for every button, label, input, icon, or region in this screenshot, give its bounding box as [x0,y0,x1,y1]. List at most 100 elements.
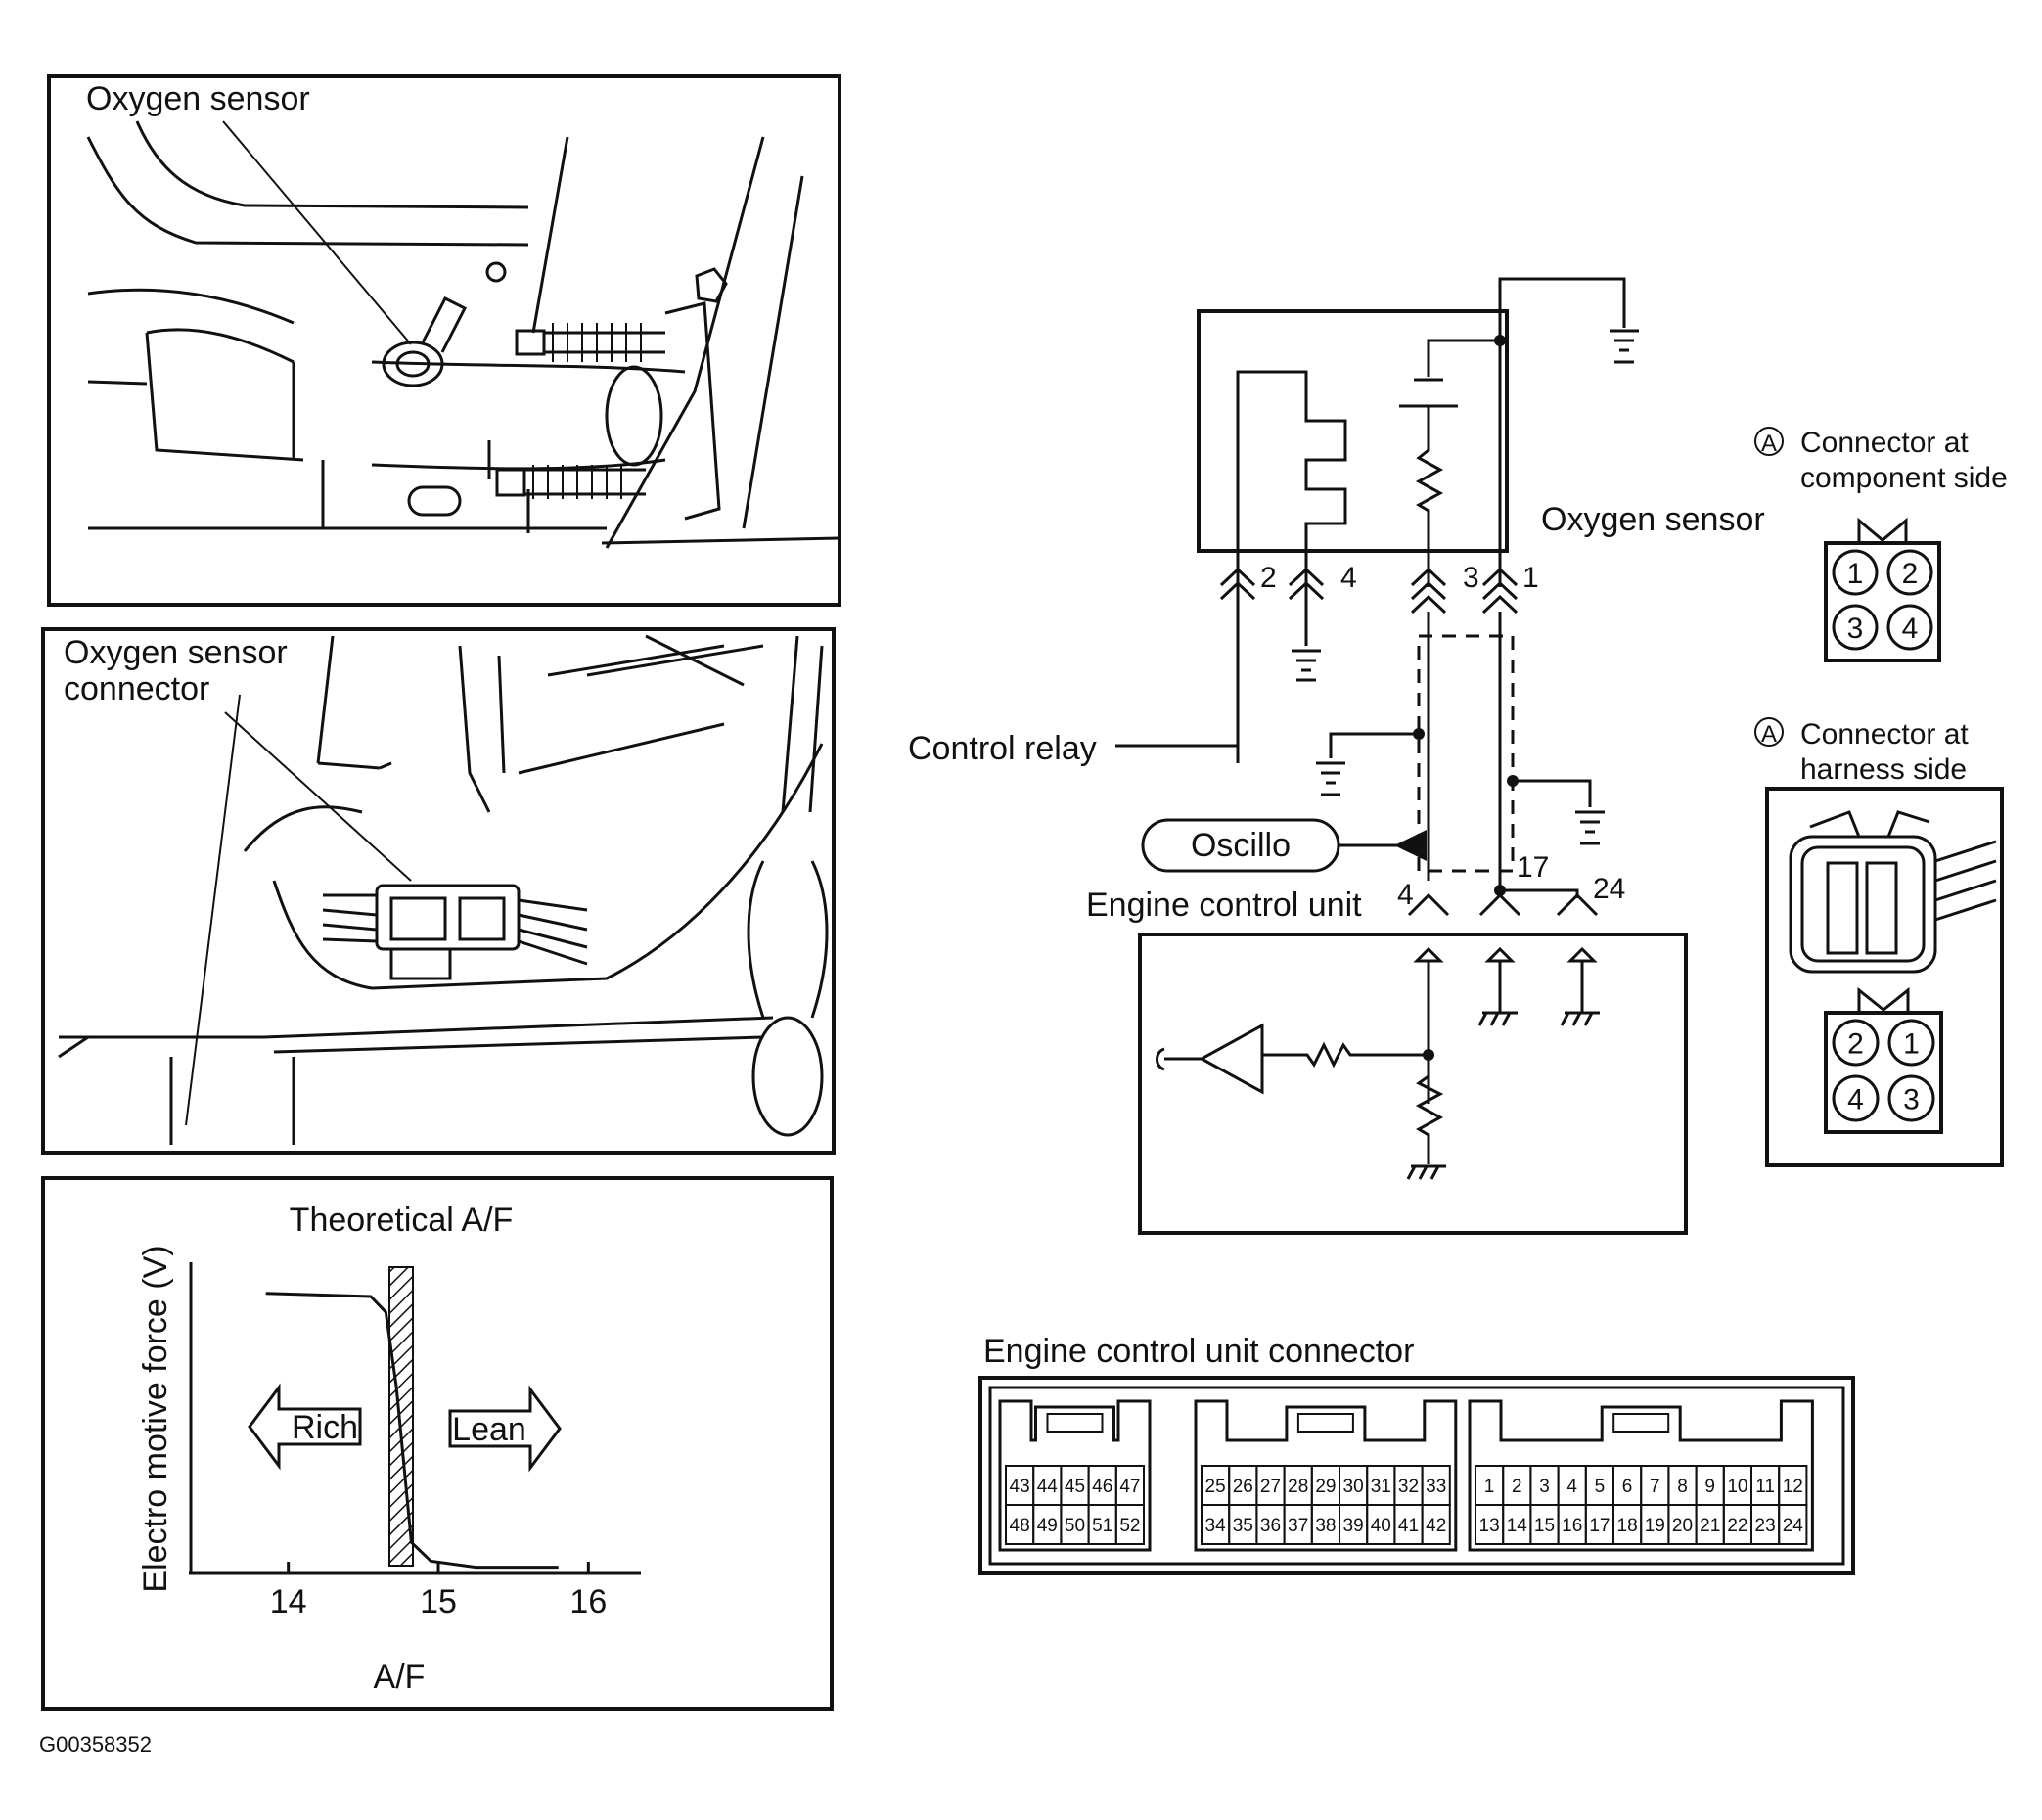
connector-location-label-2: connector [64,670,209,707]
sensor-terminal-1: 1 [1481,562,1539,614]
graph-title: Theoretical A/F [290,1202,514,1239]
ecu-pin-number: 10 [1727,1477,1747,1497]
harness-plug-illustration [1789,810,1997,974]
ecu-pin-number: 19 [1645,1516,1665,1536]
ecu-pin-number: 34 [1205,1516,1227,1536]
connector-pin [1832,1074,1880,1122]
ecu-pin-number: 16 [1562,1516,1582,1536]
component-connector-face [1824,541,1941,662]
ground-symbol [1610,329,1639,364]
x-tick-label: 14 [270,1583,307,1620]
ecu-pin-cell [1778,1504,1808,1545]
ecu-pin-number: 28 [1288,1477,1308,1497]
ecu-pin-number: 14 [1507,1516,1528,1536]
harness-label-1: Connector at [1800,718,1969,751]
stoichiometric-band [388,1266,414,1567]
ecu-pin-number: 25 [1205,1477,1226,1497]
graph-y-label: Electro motive force (V) [137,1245,174,1592]
wiring-schematic: Oxygen sensor 2 4 3 1 [908,277,1765,1235]
ecu-pin-number: 27 [1260,1477,1281,1497]
ecu-pin-number: 45 [1065,1477,1085,1497]
ecu-pin-number: 30 [1343,1477,1364,1497]
ecu-pin-number: 51 [1092,1516,1112,1536]
sensor-terminal-4: 4 [1288,562,1357,601]
exhaust-illustration [86,120,840,549]
ecu-pin-number: 46 [1092,1477,1112,1497]
ecu-pin-number: 23 [1755,1516,1776,1536]
ecu-pin-number: 29 [1315,1477,1336,1497]
ecu-pin-number: 52 [1119,1516,1140,1536]
ecu-pin-number: 2 [1512,1477,1522,1497]
ecu-pin-number: 32 [1398,1477,1419,1497]
lean-arrow: Lean [448,1385,562,1473]
ecu-pin-number: 38 [1315,1516,1336,1536]
ecu-pin-number: 47 [1119,1477,1140,1497]
ecu-pin-number: 35 [1233,1516,1253,1536]
connector-pin-number: 2 [1902,558,1919,590]
connector-pin-number: 1 [1903,1028,1920,1061]
amplifier [1198,1023,1264,1095]
ecu-pin-number: 22 [1727,1516,1747,1536]
ecu-pin-number: 6 [1622,1477,1633,1497]
ecu-pin-cell [1114,1504,1146,1545]
ecu-pin-number: 48 [1010,1516,1030,1536]
ecu-pin-number: 1 [1484,1477,1495,1497]
ecu-box [1138,933,1688,1235]
connector-pin-number: 3 [1847,613,1864,645]
harness-connector-face [1824,1011,1943,1134]
sensor-pin-4: 4 [1340,562,1357,594]
emf-curve [265,1292,559,1570]
ecu-pin-number: 33 [1426,1477,1446,1497]
oxygen-sensor-label: Oxygen sensor [1541,501,1765,538]
connector-pin [1832,1019,1880,1067]
connector-location-panel: Oxygen sensor connector [41,627,836,1155]
connector-pin [1887,1074,1935,1122]
ecu-pin-number: 7 [1650,1477,1660,1497]
ecu-pin-number: 11 [1755,1477,1775,1497]
sensor-terminal-3: 3 [1410,562,1479,614]
figure-id: G00358352 [39,1732,152,1756]
ecu-pin-number: 39 [1343,1516,1364,1536]
ecu-pin-number: 37 [1288,1516,1308,1536]
graph-x-label: A/F [374,1659,426,1696]
af-graph-panel: Theoretical A/F Electro motive force (V)… [41,1176,834,1711]
sensor-pin-3: 3 [1463,562,1479,594]
ecu-pin-cell [1421,1504,1451,1545]
harness-label-2: harness side [1800,753,1967,786]
ecu-pin-number: 40 [1371,1516,1391,1536]
ecu-pin-number: 9 [1704,1477,1715,1497]
component-label-2: component side [1800,462,2008,494]
connector-location-label-1: Oxygen sensor [64,634,288,671]
ecu-pin-number: 8 [1677,1477,1688,1497]
ecu-pin-number: 3 [1539,1477,1550,1497]
ecu-pin-number: 43 [1010,1477,1030,1497]
ecu-pin-number: 50 [1065,1516,1085,1536]
ecu-pin-number: 20 [1672,1516,1693,1536]
connector-pin [1832,549,1879,596]
ecu-pin-number: 15 [1534,1516,1555,1536]
harness-marker: A [1761,721,1777,748]
ecu-pin-number: 17 [1589,1516,1610,1536]
sensor-terminal-2: 2 [1219,562,1277,601]
connector-pin-number: 4 [1847,1084,1864,1116]
ecu-pin-number: 42 [1426,1516,1446,1536]
lean-label: Lean [452,1411,526,1448]
ecu-label: Engine control unit [1086,887,1362,924]
rich-arrow: Rich [248,1383,362,1471]
connector-pin-number: 2 [1847,1028,1864,1061]
ecu-pin-number: 13 [1479,1516,1500,1536]
sensor-pin-1: 1 [1522,562,1539,594]
ecu-pin-number: 41 [1398,1516,1419,1536]
ecu-pin-number: 44 [1037,1477,1059,1497]
oscillo-label: Oscillo [1191,827,1291,864]
ecu-pin-17: 17 [1517,851,1549,884]
ecu-pin-number: 24 [1783,1516,1804,1536]
connector-pin [1886,604,1933,651]
ecu-pin-number: 26 [1233,1477,1253,1497]
